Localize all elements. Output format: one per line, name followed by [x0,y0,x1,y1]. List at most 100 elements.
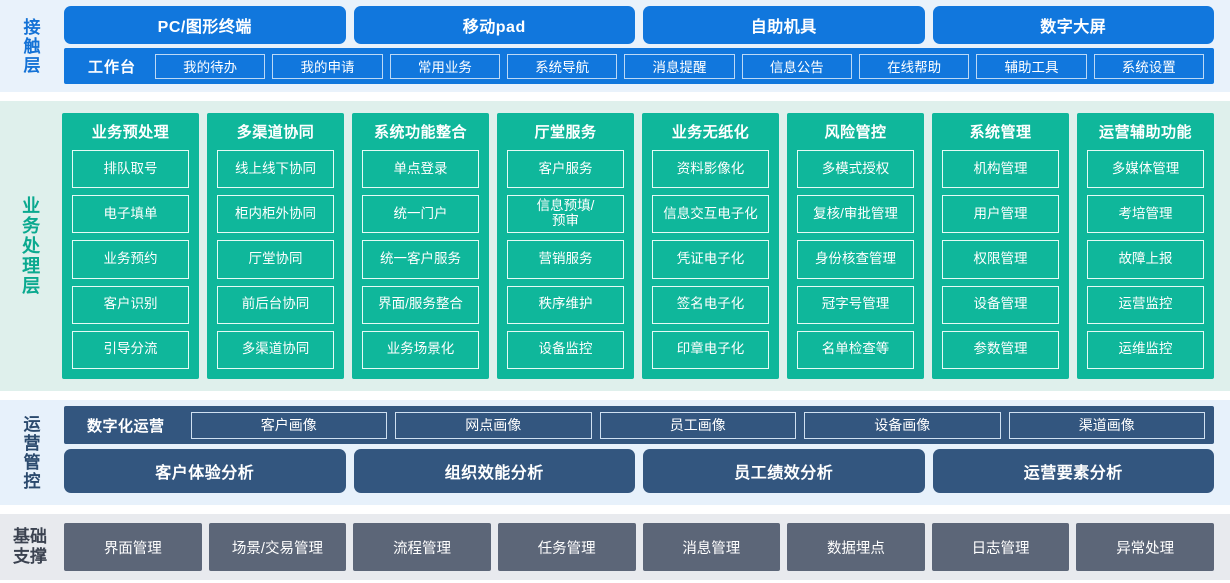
biz-item-parameter-mgmt[interactable]: 参数管理 [942,330,1059,370]
biz-item-fault-report[interactable]: 故障上报 [1087,240,1204,279]
portrait-customer[interactable]: 客户画像 [190,411,388,439]
biz-item-permission-mgmt[interactable]: 权限管理 [942,240,1059,279]
workbench-title: 工作台 [88,58,137,76]
workbench-item-my-application[interactable]: 我的申请 [272,53,383,79]
portrait-employee[interactable]: 员工画像 [599,411,797,439]
business-column-lobby-service: 厅堂服务 客户服务 信息预填/ 预审 营销服务 秩序维护 设备监控 [497,113,634,379]
biz-item-document-imaging[interactable]: 资料影像化 [652,150,769,189]
biz-item-device-monitoring[interactable]: 设备监控 [507,330,624,370]
business-column-system-integration: 系统功能整合 单点登录 统一门户 统一客户服务 界面/服务整合 业务场景化 [352,113,489,379]
biz-item-signature-digital[interactable]: 签名电子化 [652,285,769,324]
biz-item-identity-verification[interactable]: 身份核查管理 [797,240,914,279]
portrait-branch[interactable]: 网点画像 [395,411,592,439]
workbench-strip: 工作台 我的待办 我的申请 常用业务 系统导航 消息提醒 信息公告 在线帮助 辅… [64,48,1214,84]
biz-item-multimode-authorization[interactable]: 多模式授权 [797,150,914,189]
biz-item-user-mgmt[interactable]: 用户管理 [942,195,1059,234]
biz-item-order-maintenance[interactable]: 秩序维护 [507,285,624,324]
column-title: 系统管理 [969,124,1032,141]
column-title: 业务无纸化 [671,124,750,141]
analysis-organization-efficiency[interactable]: 组织效能分析 [353,449,635,493]
foundation-message-mgmt[interactable]: 消息管理 [642,523,781,571]
analysis-row: 客户体验分析 组织效能分析 员工绩效分析 运营要素分析 [64,449,1214,493]
biz-item-counter-inout-sync[interactable]: 柜内柜外协同 [217,195,334,234]
foundation-layer-body: 界面管理 场景/交易管理 流程管理 任务管理 消息管理 数据埋点 日志管理 异常… [60,514,1230,580]
biz-item-e-form[interactable]: 电子填单 [72,195,189,234]
biz-item-info-exchange-digital[interactable]: 信息交互电子化 [652,195,769,234]
biz-item-review-approval[interactable]: 复核/审批管理 [797,195,914,234]
biz-item-lobby-sync[interactable]: 厅堂协同 [217,240,334,279]
biz-item-device-mgmt[interactable]: 设备管理 [942,285,1059,324]
column-title: 系统功能整合 [373,124,467,141]
biz-item-appointment[interactable]: 业务预约 [72,240,189,279]
operations-layer-label: 运营管控 [20,414,40,491]
biz-item-online-offline-sync[interactable]: 线上线下协同 [217,150,334,189]
contact-layer-label: 接触层 [20,17,40,75]
biz-item-org-mgmt[interactable]: 机构管理 [942,150,1059,189]
business-column-preprocessing: 业务预处理 排队取号 电子填单 业务预约 客户识别 引导分流 [62,113,199,379]
channel-self-service[interactable]: 自助机具 [643,6,925,44]
contact-layer: 接触层 PC/图形终端 移动pad 自助机具 数字大屏 工作台 我的待办 我的申… [0,0,1230,92]
biz-item-customer-recognition[interactable]: 客户识别 [72,285,189,324]
biz-item-marketing-service[interactable]: 营销服务 [507,240,624,279]
biz-item-serial-number-mgmt[interactable]: 冠字号管理 [797,285,914,324]
column-title: 厅堂服务 [534,124,597,141]
business-layer-label: 业务处理层 [20,196,41,296]
channel-digital-screen[interactable]: 数字大屏 [932,6,1214,44]
biz-item-multimedia-mgmt[interactable]: 多媒体管理 [1087,150,1204,189]
biz-item-guide-diversion[interactable]: 引导分流 [72,330,189,370]
workbench-item-aux-tools[interactable]: 辅助工具 [976,53,1087,79]
analysis-operation-elements[interactable]: 运营要素分析 [932,449,1214,493]
biz-item-operation-monitoring[interactable]: 运营监控 [1087,285,1204,324]
operations-layer-body: 数字化运营 客户画像 网点画像 员工画像 设备画像 渠道画像 客户体验分析 组织… [60,400,1230,505]
column-title: 风险管控 [824,124,887,141]
foundation-ui-mgmt[interactable]: 界面管理 [64,523,202,571]
biz-item-unified-portal[interactable]: 统一门户 [362,195,479,234]
workbench-item-announcement[interactable]: 信息公告 [741,53,852,79]
biz-item-single-signon[interactable]: 单点登录 [362,150,479,189]
business-column-system-mgmt: 系统管理 机构管理 用户管理 权限管理 设备管理 参数管理 [932,113,1069,379]
biz-item-queue-ticket[interactable]: 排队取号 [72,150,189,189]
digital-operations-title: 数字化运营 [87,417,165,435]
workbench-item-online-help[interactable]: 在线帮助 [858,53,970,79]
layer-gap [0,92,1230,101]
business-column-ops-support: 运营辅助功能 多媒体管理 考培管理 故障上报 运营监控 运维监控 [1077,113,1214,379]
biz-item-list-check[interactable]: 名单检查等 [797,330,914,370]
foundation-task-mgmt[interactable]: 任务管理 [497,523,636,571]
biz-item-unified-customer-service[interactable]: 统一客户服务 [362,240,479,279]
foundation-process-mgmt[interactable]: 流程管理 [353,523,491,571]
workbench-item-system-navigation[interactable]: 系统导航 [507,53,618,79]
foundation-label-text: 基础 支撑 [13,527,47,566]
biz-item-prefill-preaudit[interactable]: 信息预填/ 预审 [507,195,624,234]
layer-gap [0,391,1230,400]
biz-item-customer-service[interactable]: 客户服务 [507,150,624,189]
foundation-row: 界面管理 场景/交易管理 流程管理 任务管理 消息管理 数据埋点 日志管理 异常… [64,523,1214,571]
portrait-device[interactable]: 设备画像 [804,411,1001,439]
analysis-customer-experience[interactable]: 客户体验分析 [64,449,346,493]
workbench-item-my-todo[interactable]: 我的待办 [155,53,266,79]
workbench-item-system-settings[interactable]: 系统设置 [1093,53,1204,79]
business-column-risk-control: 风险管控 多模式授权 复核/审批管理 身份核查管理 冠字号管理 名单检查等 [787,113,924,379]
foundation-log-mgmt[interactable]: 日志管理 [931,523,1070,571]
biz-item-voucher-digital[interactable]: 凭证电子化 [652,240,769,279]
business-column-paperless: 业务无纸化 资料影像化 信息交互电子化 凭证电子化 签名电子化 印章电子化 [642,113,779,379]
workbench-item-message-reminder[interactable]: 消息提醒 [624,53,735,79]
foundation-scene-transaction-mgmt[interactable]: 场景/交易管理 [208,523,347,571]
portrait-channel[interactable]: 渠道画像 [1008,411,1206,439]
biz-item-maintenance-monitoring[interactable]: 运维监控 [1087,330,1204,370]
biz-item-seal-digital[interactable]: 印章电子化 [652,330,769,370]
column-title: 运营辅助功能 [1098,124,1192,141]
foundation-data-tracking[interactable]: 数据埋点 [787,523,925,571]
analysis-employee-performance[interactable]: 员工绩效分析 [643,449,925,493]
foundation-layer-label: 基础 支撑 [0,514,60,580]
biz-item-multichannel-sync[interactable]: 多渠道协同 [217,330,334,370]
biz-item-ui-service-integration[interactable]: 界面/服务整合 [362,285,479,324]
operations-layer: 运营管控 数字化运营 客户画像 网点画像 员工画像 设备画像 渠道画像 客户体验… [0,400,1230,505]
business-layer-body: 业务预处理 排队取号 电子填单 业务预约 客户识别 引导分流 多渠道协同 线上线… [60,101,1230,391]
foundation-exception-handling[interactable]: 异常处理 [1076,523,1214,571]
biz-item-training-mgmt[interactable]: 考培管理 [1087,195,1204,234]
workbench-item-common-business[interactable]: 常用业务 [389,53,500,79]
biz-item-business-scenarios[interactable]: 业务场景化 [362,330,479,370]
channel-mobile-pad[interactable]: 移动pad [353,6,635,44]
biz-item-front-back-sync[interactable]: 前后台协同 [217,285,334,324]
channel-pc[interactable]: PC/图形终端 [64,6,346,44]
